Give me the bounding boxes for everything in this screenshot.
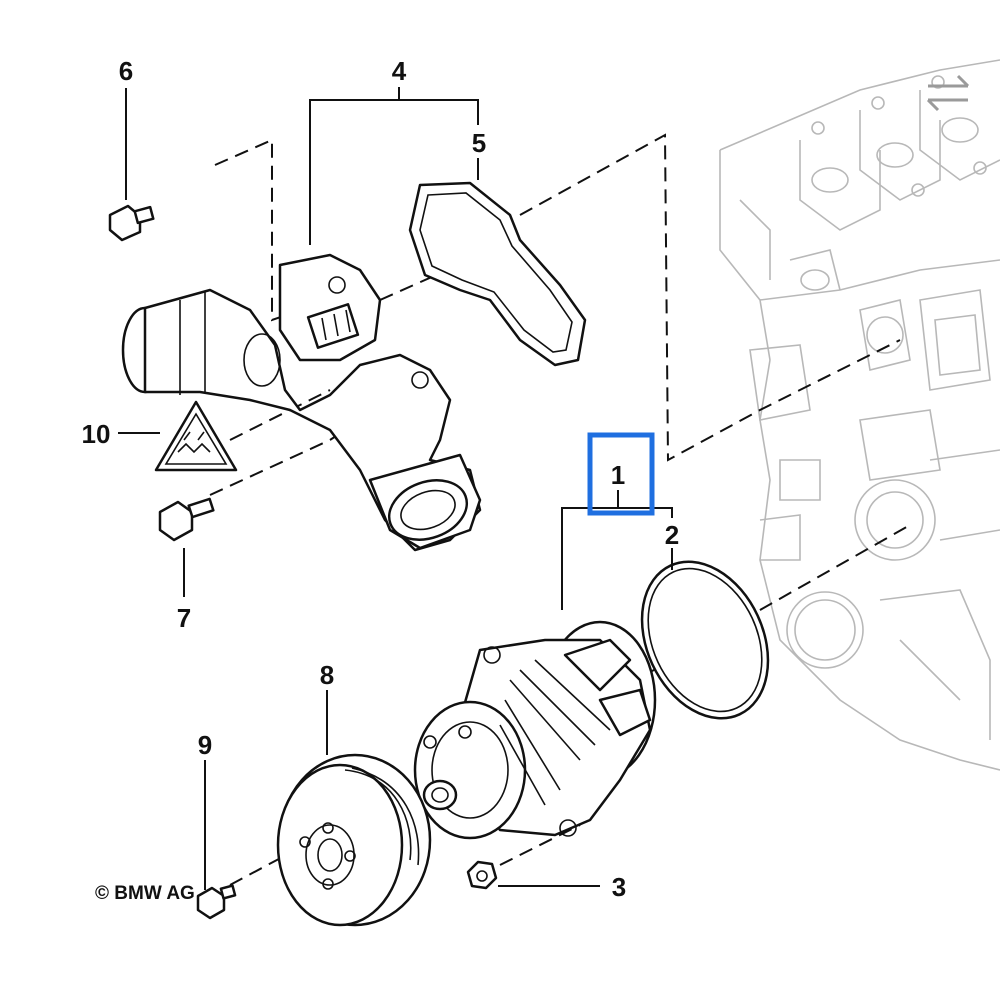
callout-leader-lines bbox=[118, 87, 673, 890]
selected-part-highlight bbox=[587, 432, 655, 516]
callout-3[interactable]: 3 bbox=[612, 872, 626, 902]
bolt-part-7[interactable] bbox=[158, 497, 215, 542]
bolt-part-6[interactable] bbox=[108, 204, 155, 242]
bolt-part-9[interactable] bbox=[196, 884, 237, 920]
engine-block-illustration bbox=[719, 59, 1000, 771]
callout-8[interactable]: 8 bbox=[320, 660, 334, 690]
nut-part-3[interactable] bbox=[466, 860, 498, 890]
pulley-part[interactable] bbox=[276, 753, 432, 927]
callout-6[interactable]: 6 bbox=[119, 56, 133, 86]
callout-9[interactable]: 9 bbox=[198, 730, 212, 760]
callout-labels: 1 2 3 4 5 6 7 8 9 10 bbox=[82, 56, 680, 902]
callout-2[interactable]: 2 bbox=[665, 520, 679, 550]
callout-7[interactable]: 7 bbox=[177, 603, 191, 633]
callout-1[interactable]: 1 bbox=[611, 460, 625, 490]
thermostat-gasket-part[interactable] bbox=[408, 181, 587, 367]
water-pump-part[interactable] bbox=[413, 620, 657, 840]
swap-arrows-icon[interactable] bbox=[926, 74, 970, 112]
hot-surface-warning-label-part[interactable] bbox=[154, 400, 238, 472]
callout-10[interactable]: 10 bbox=[82, 419, 111, 449]
pump-o-ring-part[interactable] bbox=[618, 541, 792, 739]
copyright-notice: © BMW AG bbox=[95, 883, 195, 904]
callout-5[interactable]: 5 bbox=[472, 128, 486, 158]
thermostat-housing-part[interactable] bbox=[121, 253, 482, 552]
callout-4[interactable]: 4 bbox=[392, 56, 407, 86]
